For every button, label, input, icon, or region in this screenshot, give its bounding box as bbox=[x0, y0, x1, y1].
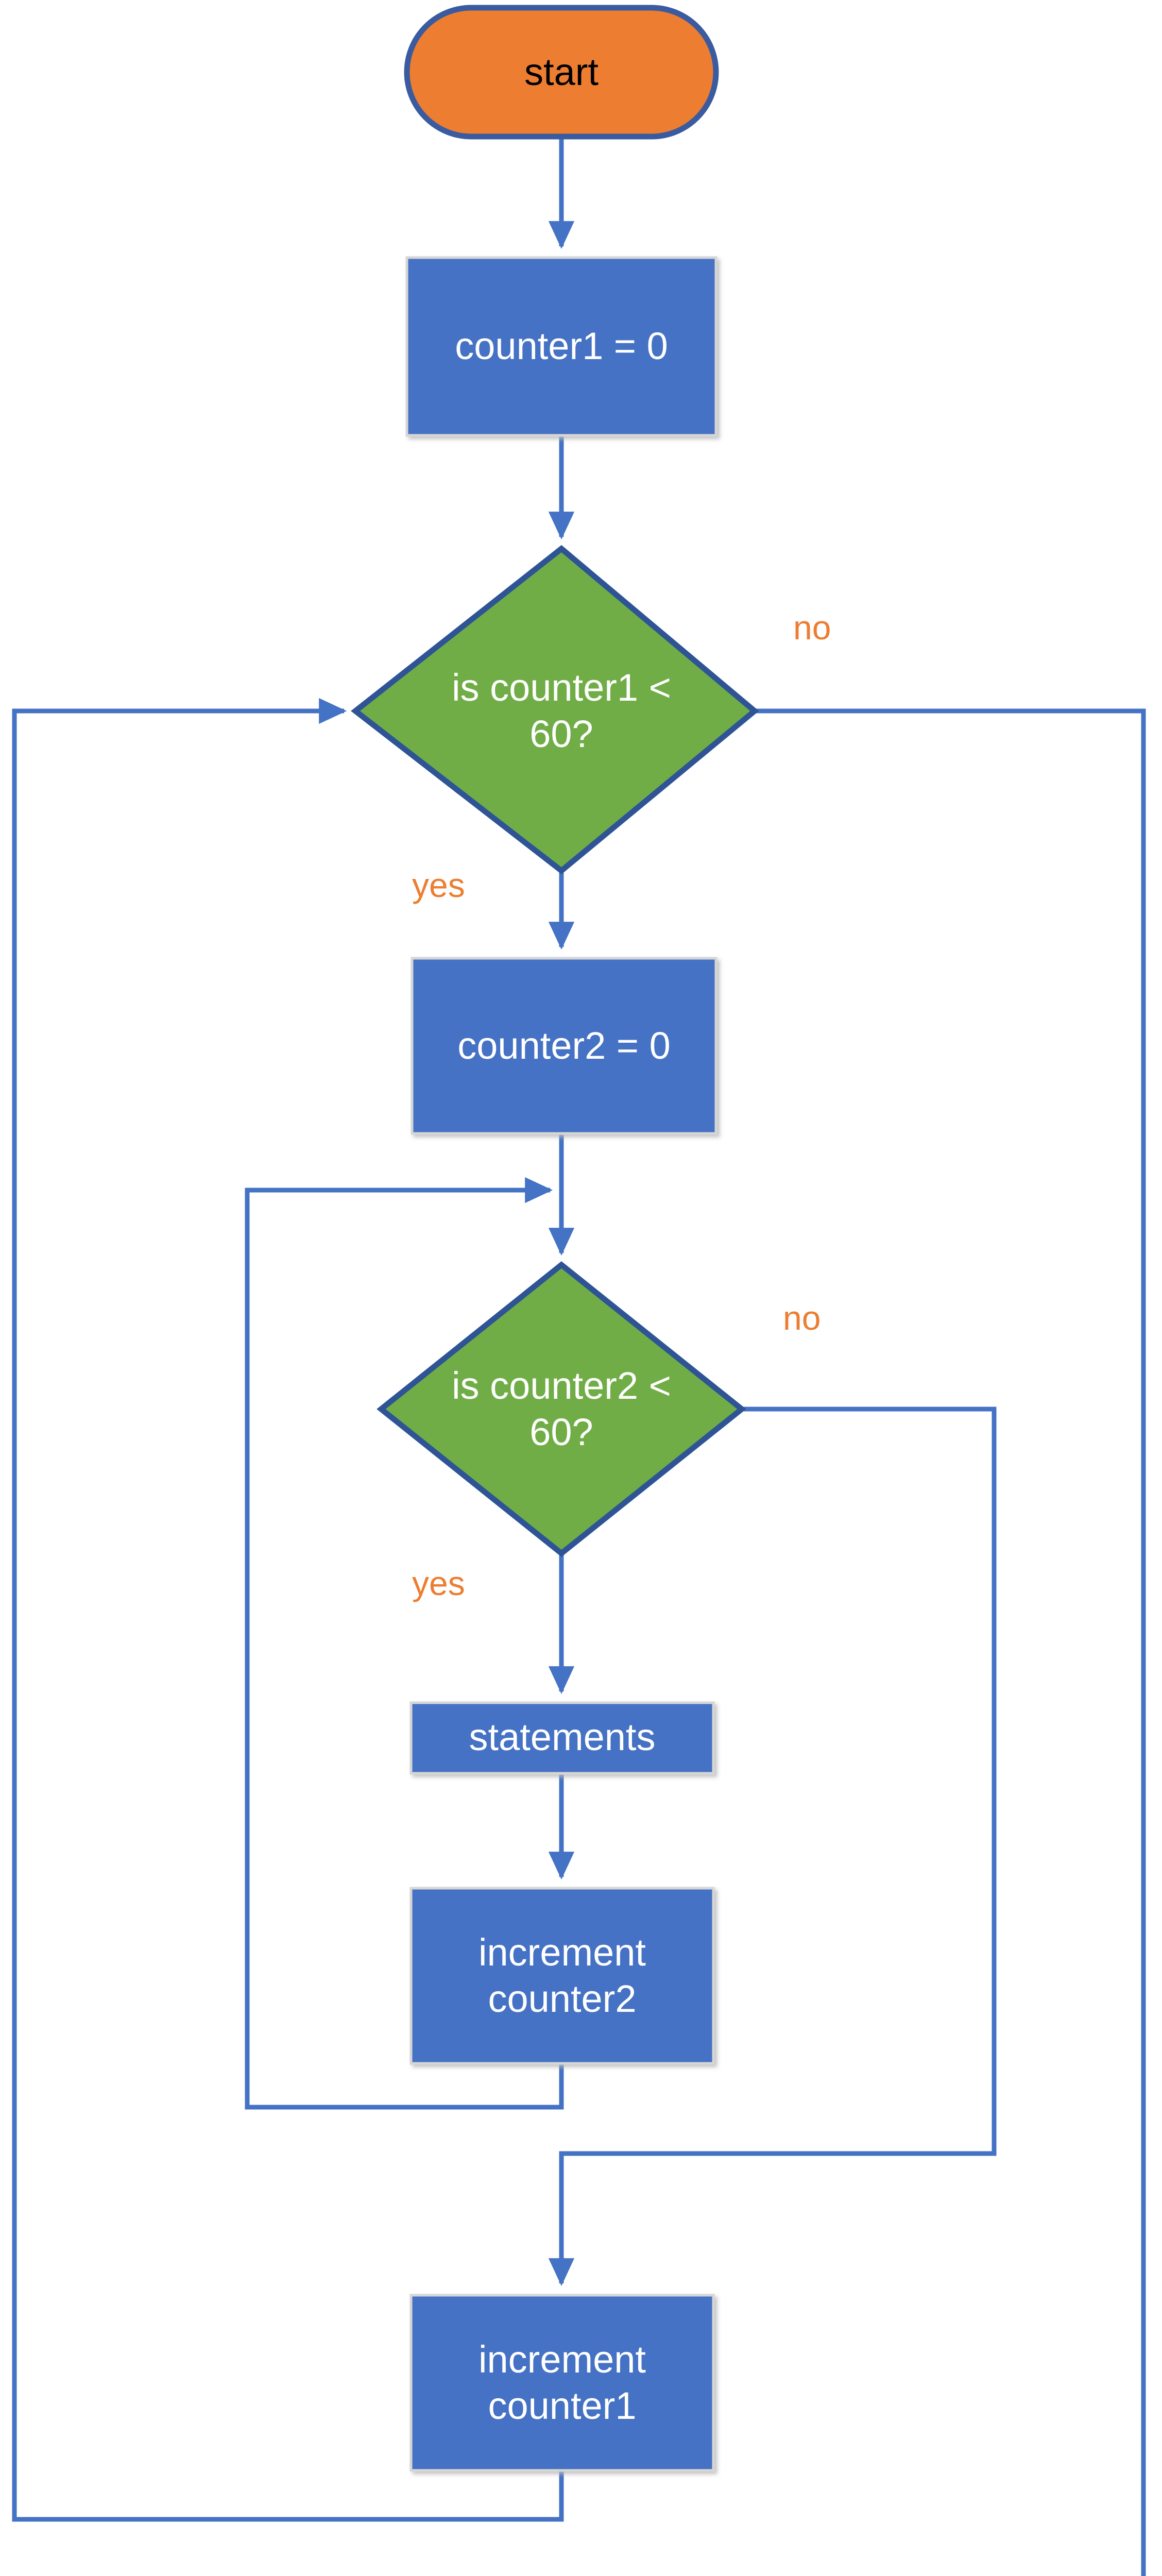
node-decision1[interactable] bbox=[351, 545, 759, 875]
node-inc1[interactable] bbox=[409, 2294, 715, 2472]
node-start[interactable] bbox=[404, 5, 719, 140]
edge-decision1-no-to-statement bbox=[755, 708, 1146, 2576]
edge-decision2-no-to-inc1 bbox=[548, 1406, 997, 2286]
edge-inc1-loopback-to-decision1 bbox=[12, 698, 564, 2522]
node-decision2[interactable] bbox=[377, 1261, 746, 1557]
node-statements[interactable] bbox=[409, 1701, 715, 1775]
edge-inc2-loopback-to-decision2 bbox=[245, 1177, 564, 2110]
node-counter1[interactable] bbox=[405, 256, 717, 437]
edge-label-decision2-yes: yes bbox=[412, 1564, 465, 1602]
edge-label-decision1-yes: yes bbox=[412, 866, 465, 904]
node-inc2[interactable] bbox=[409, 1887, 715, 2065]
edge-label-decision1-no: no bbox=[793, 608, 831, 647]
node-counter2[interactable] bbox=[411, 957, 717, 1135]
edge-label-decision2-no: no bbox=[783, 1299, 821, 1337]
